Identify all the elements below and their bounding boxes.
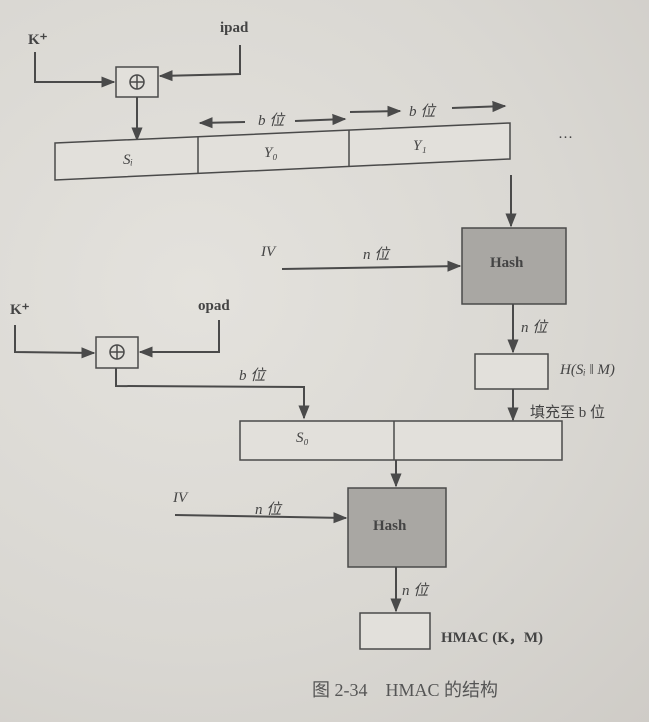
- block-y1-label: Y₁: [413, 138, 427, 154]
- inner-b-bits-label-2: b 位: [409, 104, 436, 120]
- block-y0-label: Y₀: [264, 145, 278, 161]
- block-s0-label: S₀: [296, 430, 309, 446]
- outer-n-bits-in-label: n 位: [255, 502, 282, 518]
- inner-n-bits-in-label: n 位: [363, 247, 390, 263]
- inner-n-bits-out-label: n 位: [521, 320, 548, 336]
- outer-output-box: [359, 612, 431, 650]
- outer-n-bits-out-label: n 位: [402, 583, 429, 599]
- outer-hash-label: Hash: [373, 518, 407, 534]
- outer-pad-label: opad: [198, 298, 230, 314]
- outer-key-label: K⁺: [10, 302, 30, 318]
- inner-output-box: [474, 353, 549, 390]
- outer-iv-label: IV: [173, 490, 188, 506]
- inner-key-label: K⁺: [28, 32, 48, 48]
- outer-hash-box: [347, 487, 447, 568]
- inner-iv-label: IV: [261, 244, 276, 260]
- outer-output-label: HMAC (K，M): [441, 630, 544, 646]
- outer-block-strip: [239, 420, 563, 461]
- figure-caption: 图 2-34 HMAC 的结构: [312, 680, 499, 700]
- inner-b-bits-label-1: b 位: [258, 113, 285, 129]
- inner-hash-box: [461, 227, 567, 305]
- inner-pad-label: ipad: [220, 20, 249, 36]
- inner-hash-label: Hash: [490, 255, 524, 271]
- inner-ipad-line: [158, 45, 241, 82]
- inner-block-strip: [54, 122, 511, 181]
- ellipsis-label: ···: [558, 130, 573, 146]
- inner-key-line: [34, 52, 116, 88]
- outer-b-bits-label: b 位: [239, 368, 266, 384]
- block-si-label: Sᵢ: [123, 152, 133, 168]
- inner-output-label: H(Sᵢ ‖ M): [560, 362, 615, 378]
- pad-to-b-label: 填充至 b 位: [530, 405, 606, 421]
